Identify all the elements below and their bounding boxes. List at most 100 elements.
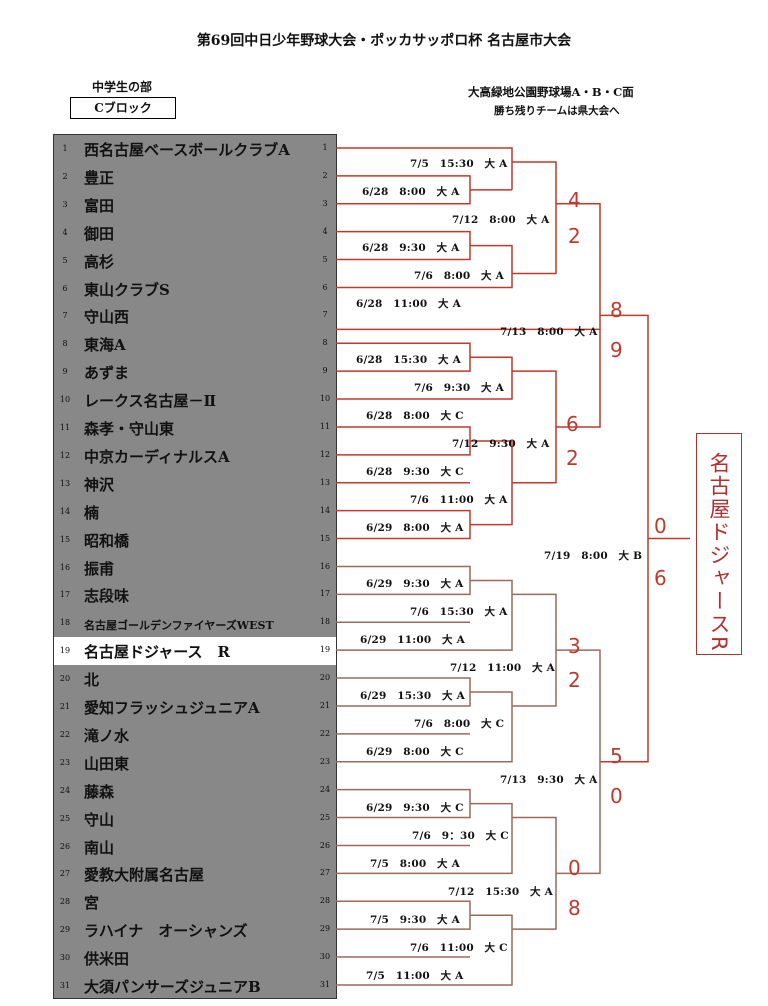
- match-time: 7/6 8:00 大 C: [414, 718, 505, 730]
- winner-box: 名古屋ドジャースR: [696, 433, 742, 655]
- match-time: 7/6 9：30 大 C: [412, 830, 509, 842]
- team-name: 名古屋ゴールデンファイヤーズWEST: [84, 619, 274, 633]
- team-number-right: 7: [322, 310, 328, 320]
- team-name: 北: [84, 671, 100, 690]
- team-name: 東海A: [84, 336, 126, 355]
- team-row: 18 名古屋ゴールデンファイヤーズWEST: [54, 609, 336, 637]
- advance-note: 勝ち残りチームは県大会へ: [494, 105, 620, 117]
- team-number: 21: [59, 702, 71, 711]
- score-mark: 2: [568, 224, 581, 248]
- match-time: 6/28 15:30 大 A: [356, 354, 461, 366]
- team-number-right: 11: [319, 422, 331, 431]
- team-number-right: 26: [319, 840, 331, 850]
- match-time: 7/6 15:30 大 A: [410, 606, 508, 618]
- team-name: 守山西: [84, 308, 130, 327]
- team-name: 守山: [84, 810, 115, 829]
- team-name: ラハイナ オーシャンズ: [84, 922, 248, 941]
- team-number: 23: [59, 757, 71, 767]
- match-time: 6/28 8:00 大 A: [362, 186, 460, 198]
- team-number-right: 1: [322, 143, 328, 152]
- team-name: 神沢: [84, 475, 115, 494]
- score-mark: 2: [568, 668, 581, 692]
- score-mark: 9: [610, 338, 623, 362]
- team-number: 18: [59, 618, 71, 628]
- team-name: 南山: [84, 838, 115, 857]
- team-number-right: 2: [322, 170, 328, 180]
- team-number: 4: [62, 227, 68, 237]
- team-number-right: 9: [322, 366, 328, 376]
- team-name: あずま: [84, 364, 130, 383]
- team-number-right: 4: [322, 226, 328, 236]
- team-number: 3: [62, 199, 68, 209]
- match-time: 6/28 11:00 大 A: [356, 298, 461, 310]
- match-time: 7/6 11:00 大 A: [410, 494, 508, 506]
- page-title: 第69回中日少年野球大会・ポッカサッポロ杯 名古屋市大会: [196, 33, 572, 49]
- team-number-right: 14: [319, 505, 331, 515]
- team-row: 2 豊正: [54, 163, 336, 191]
- team-number: 9: [62, 367, 68, 377]
- team-name: 志段味: [84, 587, 130, 606]
- team-name: レークス名古屋－Ⅱ: [84, 392, 217, 411]
- team-number-right: 25: [319, 812, 331, 822]
- team-number-right: 10: [319, 394, 331, 404]
- team-number: 7: [62, 311, 68, 321]
- match-time: 7/12 11:00 大 A: [450, 662, 555, 674]
- team-name: 中京カーディナルスA: [84, 447, 230, 466]
- team-name: 豊正: [84, 168, 115, 187]
- team-row: 25 守山: [54, 805, 336, 833]
- match-time: 7/13 9:30 大 A: [500, 774, 598, 786]
- bracket-line: [336, 426, 471, 456]
- match-time: 6/28 9:30 大 C: [366, 466, 464, 478]
- team-name: 山田東: [84, 754, 130, 773]
- team-number-right: 28: [319, 896, 331, 906]
- team-name: 振甫: [84, 559, 115, 578]
- team-number-right: 21: [319, 701, 331, 710]
- match-time: 7/12 8:00 大 A: [452, 214, 550, 226]
- team-number: 20: [59, 674, 71, 684]
- score-mark: 5: [610, 744, 623, 768]
- score-mark: 6: [654, 566, 667, 590]
- team-row: 12 中京カーディナルスA: [54, 442, 336, 470]
- bracket-line: [336, 914, 513, 986]
- match-time: 7/5 15:30 大 A: [410, 158, 508, 170]
- team-row: 26 南山: [54, 833, 336, 861]
- match-time: 7/5 11:00 大 A: [366, 970, 464, 982]
- team-name: 宮: [84, 894, 100, 913]
- team-name: 楠: [84, 503, 100, 522]
- team-number-right: 31: [319, 980, 331, 989]
- team-number-right: 18: [319, 617, 331, 627]
- match-time: 6/29 11:00 大 A: [360, 634, 465, 646]
- match-time: 7/12 15:30 大 A: [448, 886, 553, 898]
- bracket-line: [470, 482, 513, 526]
- match-time: 7/19 8:00 大 B: [544, 550, 643, 562]
- bracket-line: [336, 579, 513, 651]
- team-number: 22: [59, 729, 71, 739]
- team-number: 6: [62, 283, 68, 293]
- match-time: 6/29 9:30 大 C: [366, 802, 464, 814]
- team-number: 25: [59, 813, 71, 823]
- team-number: 27: [59, 869, 71, 879]
- team-number: 30: [59, 953, 71, 963]
- team-name: 昭和橋: [84, 531, 130, 550]
- score-mark: 0: [654, 514, 667, 538]
- team-number: 2: [62, 171, 68, 181]
- score-mark: 8: [568, 896, 581, 920]
- team-number-right: 15: [319, 533, 331, 543]
- team-name: 滝ノ水: [84, 726, 130, 745]
- team-name: 森孝・守山東: [84, 420, 175, 438]
- team-number-right: 29: [319, 924, 331, 934]
- team-number-right: 12: [319, 449, 331, 459]
- team-number-right: 5: [322, 254, 328, 264]
- bracket-line: [336, 147, 513, 162]
- score-mark: 3: [568, 634, 581, 658]
- team-number: 10: [59, 395, 71, 405]
